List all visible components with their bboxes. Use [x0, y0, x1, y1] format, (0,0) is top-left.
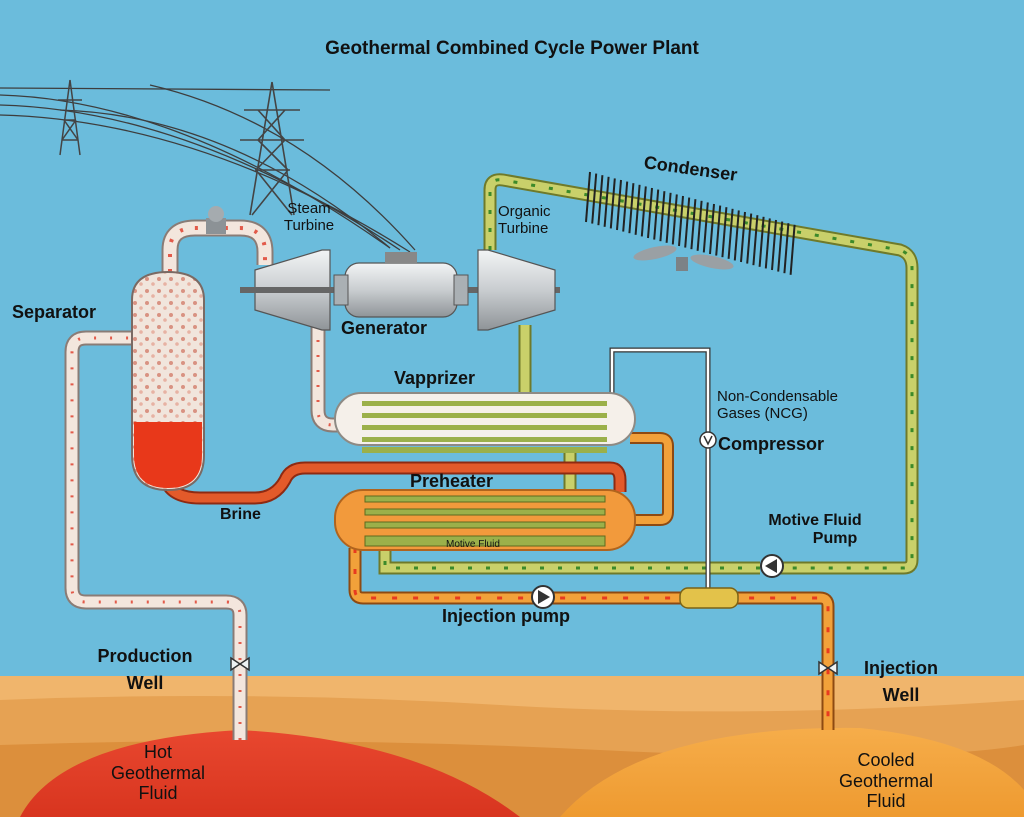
organic-loop-pipe — [378, 173, 919, 575]
injection-well-valve-icon — [818, 660, 838, 676]
production-well-valve-icon — [230, 656, 250, 672]
preheater-label: Preheater — [410, 471, 494, 491]
brine-label: Brine — [220, 506, 261, 523]
ncg-line — [609, 347, 711, 588]
injection-pump-label: Injection pump — [442, 606, 570, 626]
compressor-icon — [699, 431, 717, 449]
motive-fluid-pump-icon — [760, 554, 784, 578]
mixing-drum — [679, 587, 739, 609]
steam-valve-icon — [206, 206, 226, 234]
hot-reservoir — [20, 730, 520, 817]
injection-pipe — [348, 548, 835, 730]
motive-fluid-label: Motive Fluid — [446, 539, 500, 550]
organic-turbine — [477, 249, 556, 331]
separator-vessel — [131, 270, 205, 492]
brine-pipe — [158, 461, 627, 505]
preheater-vessel — [334, 489, 636, 551]
vaporizer-vessel — [334, 392, 636, 453]
steam-exhaust-pipe — [310, 325, 345, 433]
pylon-right — [240, 81, 304, 216]
pylon-left — [58, 79, 82, 156]
production-pipe — [64, 330, 248, 740]
power-lines — [0, 84, 416, 253]
cooled-reservoir — [560, 727, 1024, 817]
injection-pump-icon — [531, 585, 555, 609]
vaporizer-label: Vapprizer — [394, 368, 476, 388]
vaporizer-tubes — [362, 401, 607, 442]
generator — [333, 252, 469, 318]
compressor-label: Compressor — [718, 434, 825, 454]
generator-label: Generator — [341, 318, 428, 338]
diagram-title: Geothermal Combined Cycle Power Plant — [325, 38, 699, 59]
condenser-fan-icon — [633, 245, 734, 271]
condensate-pipe — [630, 432, 674, 526]
condenser-fins — [585, 171, 796, 275]
preheater-tubes — [364, 495, 606, 547]
separator-label: Separator — [12, 302, 97, 322]
